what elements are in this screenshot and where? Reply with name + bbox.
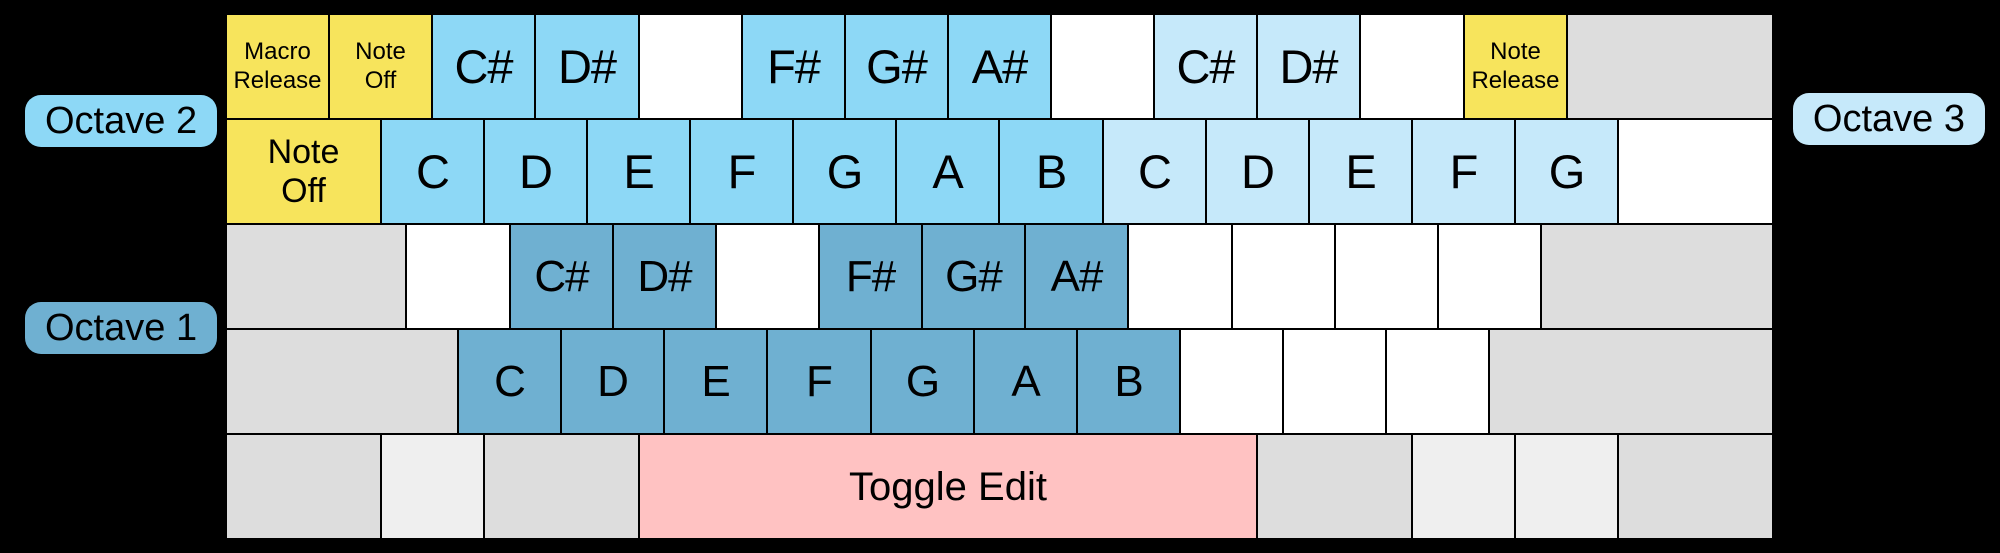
key-e-octave3: E xyxy=(1310,120,1411,223)
key-modifier xyxy=(1568,15,1772,118)
key-note-off-row1: Note Off xyxy=(330,15,431,118)
key-a-octave1: A xyxy=(975,330,1076,433)
key-modifier xyxy=(227,435,380,538)
key-c-octave3: C xyxy=(1104,120,1205,223)
key-toggle-edit: Toggle Edit xyxy=(640,435,1256,538)
key-asharp-octave2: A# xyxy=(949,15,1050,118)
key-g-octave3: G xyxy=(1516,120,1617,223)
key-blank xyxy=(1361,15,1463,118)
key-f-octave3: F xyxy=(1413,120,1514,223)
key-blank xyxy=(1619,120,1772,223)
key-blank xyxy=(1052,15,1153,118)
key-blank xyxy=(1181,330,1282,433)
key-modifier xyxy=(1542,225,1772,328)
badge-octave-2: Octave 2 xyxy=(25,95,218,147)
badge-octave-3: Octave 3 xyxy=(1792,93,1985,145)
key-modifier xyxy=(1258,435,1411,538)
key-csharp-octave1: C# xyxy=(511,225,612,328)
key-blank xyxy=(1439,225,1540,328)
key-dsharp-octave2: D# xyxy=(536,15,638,118)
key-modifier xyxy=(485,435,638,538)
key-d-octave3: D xyxy=(1207,120,1308,223)
key-f-octave2: F xyxy=(691,120,792,223)
key-a-octave2: A xyxy=(897,120,998,223)
key-blank xyxy=(407,225,509,328)
key-f-octave1: F xyxy=(768,330,870,433)
key-modifier xyxy=(1490,330,1772,433)
key-b-octave2: B xyxy=(1000,120,1102,223)
key-blank xyxy=(1284,330,1385,433)
key-e-octave1: E xyxy=(665,330,766,433)
key-e-octave2: E xyxy=(588,120,689,223)
key-fsharp-octave2: F# xyxy=(743,15,844,118)
key-note-off-row2: Note Off xyxy=(227,120,380,223)
key-blank xyxy=(640,15,741,118)
key-dsharp-octave1: D# xyxy=(614,225,715,328)
key-modifier-light xyxy=(1413,435,1514,538)
key-blank xyxy=(1387,330,1488,433)
key-d-octave1: D xyxy=(562,330,663,433)
key-g-octave2: G xyxy=(794,120,895,223)
key-modifier xyxy=(1619,435,1772,538)
badge-octave-1: Octave 1 xyxy=(25,302,218,354)
key-gsharp-octave2: G# xyxy=(846,15,947,118)
key-modifier-light xyxy=(1516,435,1617,538)
key-modifier xyxy=(227,330,457,433)
key-note-release: Note Release xyxy=(1465,15,1566,118)
key-blank xyxy=(717,225,818,328)
key-dsharp-octave3: D# xyxy=(1258,15,1359,118)
key-blank xyxy=(1336,225,1437,328)
key-blank xyxy=(1233,225,1334,328)
key-g-octave1: G xyxy=(872,330,973,433)
key-fsharp-octave1: F# xyxy=(820,225,921,328)
key-d-octave2: D xyxy=(485,120,586,223)
key-asharp-octave1: A# xyxy=(1026,225,1127,328)
key-modifier-light xyxy=(382,435,483,538)
key-c-octave2: C xyxy=(382,120,483,223)
key-b-octave1: B xyxy=(1078,330,1179,433)
key-gsharp-octave1: G# xyxy=(923,225,1024,328)
key-csharp-octave3: C# xyxy=(1155,15,1256,118)
key-c-octave1: C xyxy=(459,330,560,433)
key-modifier xyxy=(227,225,405,328)
key-blank xyxy=(1129,225,1231,328)
key-csharp-octave2: C# xyxy=(433,15,534,118)
key-macro-release: Macro Release xyxy=(227,15,328,118)
